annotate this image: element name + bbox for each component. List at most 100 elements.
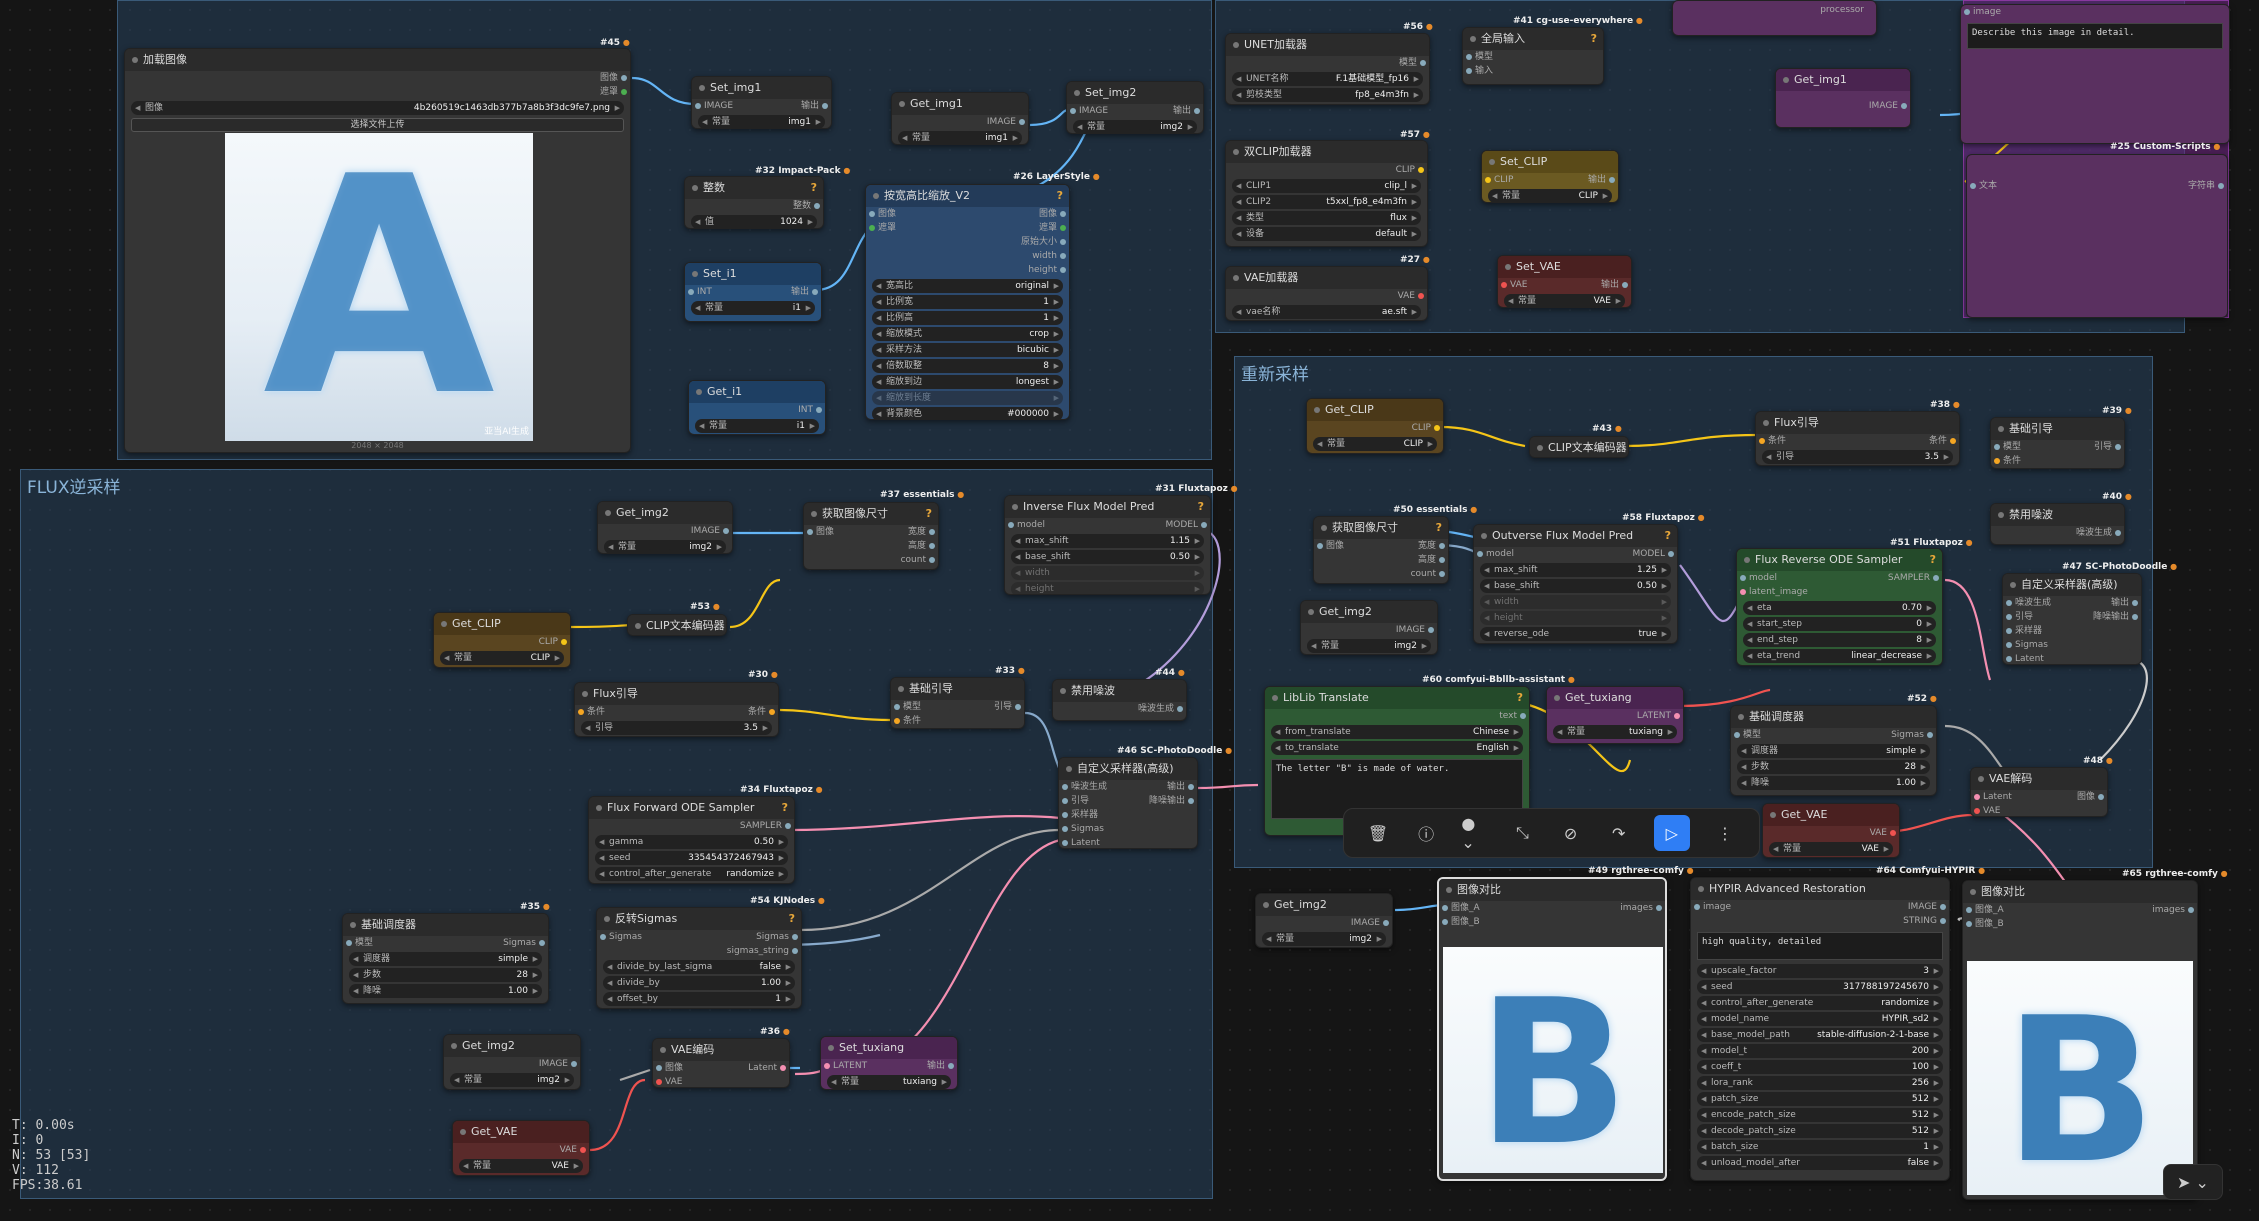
node-global-input[interactable]: 全局输入? 模型 输入 — [1462, 27, 1604, 85]
widget-bg-color[interactable]: 背景颜色#000000 — [872, 407, 1063, 419]
denoise[interactable]: 降噪1.00 — [1737, 776, 1930, 790]
divide-by[interactable]: divide_by1.00 — [603, 976, 795, 990]
node-title[interactable]: 反转Sigmas? — [597, 908, 801, 930]
node-title[interactable]: CLIP文本编码器 — [1530, 437, 1628, 457]
node-r-basic-guider[interactable]: 基础引导 模型引导 条件 — [1990, 417, 2125, 469]
node-title[interactable]: 双CLIP加载器 — [1226, 141, 1427, 163]
node-title[interactable]: Get_tuxiang — [1547, 687, 1683, 709]
node-title[interactable]: 全局输入? — [1463, 28, 1603, 50]
pointer-tool-icon[interactable]: ➤ ⌄ — [2163, 1164, 2223, 1200]
node-title[interactable]: 图像对比 — [1439, 879, 1665, 901]
denoise[interactable]: 降噪1.00 — [349, 984, 542, 998]
node-r-custom-sampler[interactable]: 自定义采样器(高级) 噪波生成输出 引导降噪输出 采样器 Sigmas Late… — [2002, 573, 2142, 665]
node-f-basic-guider[interactable]: 基础引导 模型引导 条件 — [890, 677, 1025, 729]
output-mask[interactable]: 遮罩 — [599, 87, 618, 97]
node-r-disable-noise[interactable]: 禁用噪波 噪波生成 — [1990, 503, 2125, 545]
node-title[interactable]: VAE解码 — [1971, 768, 2107, 790]
node-title[interactable]: Get_img2 — [598, 502, 732, 524]
output-image[interactable]: 图像 — [599, 73, 618, 83]
node-title[interactable]: 获取图像尺寸? — [1314, 517, 1448, 539]
node-get-img-purple[interactable]: Get_img1 IMAGE — [1775, 68, 1911, 128]
node-describe[interactable]: image Describe this image in detail. — [1960, 4, 2230, 144]
width[interactable]: width — [1480, 595, 1671, 609]
node-title[interactable]: 获取图像尺寸? — [804, 503, 938, 525]
node-title[interactable]: Get_CLIP — [1307, 399, 1443, 421]
node-forward-ode[interactable]: Flux Forward ODE Sampler? SAMPLER gamma0… — [588, 796, 795, 884]
node-title[interactable]: 禁用噪波 — [1991, 504, 2124, 526]
node-title[interactable]: Flux引导 — [1756, 412, 1959, 434]
node-title[interactable]: Flux Forward ODE Sampler? — [589, 797, 794, 819]
node-title[interactable]: 基础引导 — [1991, 418, 2124, 440]
height[interactable]: height — [1480, 611, 1671, 625]
redo-icon[interactable]: ↷ — [1611, 823, 1626, 843]
node-title[interactable]: Set_CLIP — [1482, 151, 1618, 173]
node-title[interactable]: Set_i1 — [685, 263, 821, 285]
node-r-clip-encode[interactable]: CLIP文本编码器 — [1529, 436, 1629, 458]
node-title[interactable]: Get_CLIP — [434, 613, 570, 635]
upload-button[interactable]: 选择文件上传 — [131, 118, 624, 132]
node-title[interactable]: HYPIR Advanced Restoration — [1691, 878, 1949, 900]
node-f-custom-sampler[interactable]: 自定义采样器(高级) 噪波生成输出 引导降噪输出 采样器 Sigmas Late… — [1058, 757, 1198, 849]
guidance[interactable]: 引导3.5 — [1762, 450, 1953, 464]
node-title[interactable]: UNET加载器 — [1226, 34, 1429, 56]
node-title[interactable]: 基础引导 — [891, 678, 1024, 700]
node-title[interactable]: 图像对比 — [1963, 881, 2197, 903]
node-title[interactable]: Set_tuxiang — [821, 1037, 957, 1059]
bypass-icon[interactable]: ⊘ — [1563, 823, 1578, 843]
node-title[interactable]: Get_img1 — [1776, 69, 1910, 91]
node-title[interactable]: 基础调度器 — [343, 914, 548, 936]
node-title[interactable]: Flux引导 — [575, 683, 778, 705]
node-title[interactable]: Set_VAE — [1498, 256, 1631, 278]
node-f-disable-noise[interactable]: 禁用噪波 噪波生成 — [1052, 679, 1187, 721]
node-f-clip-encode[interactable]: CLIP文本编码器 — [627, 614, 727, 636]
